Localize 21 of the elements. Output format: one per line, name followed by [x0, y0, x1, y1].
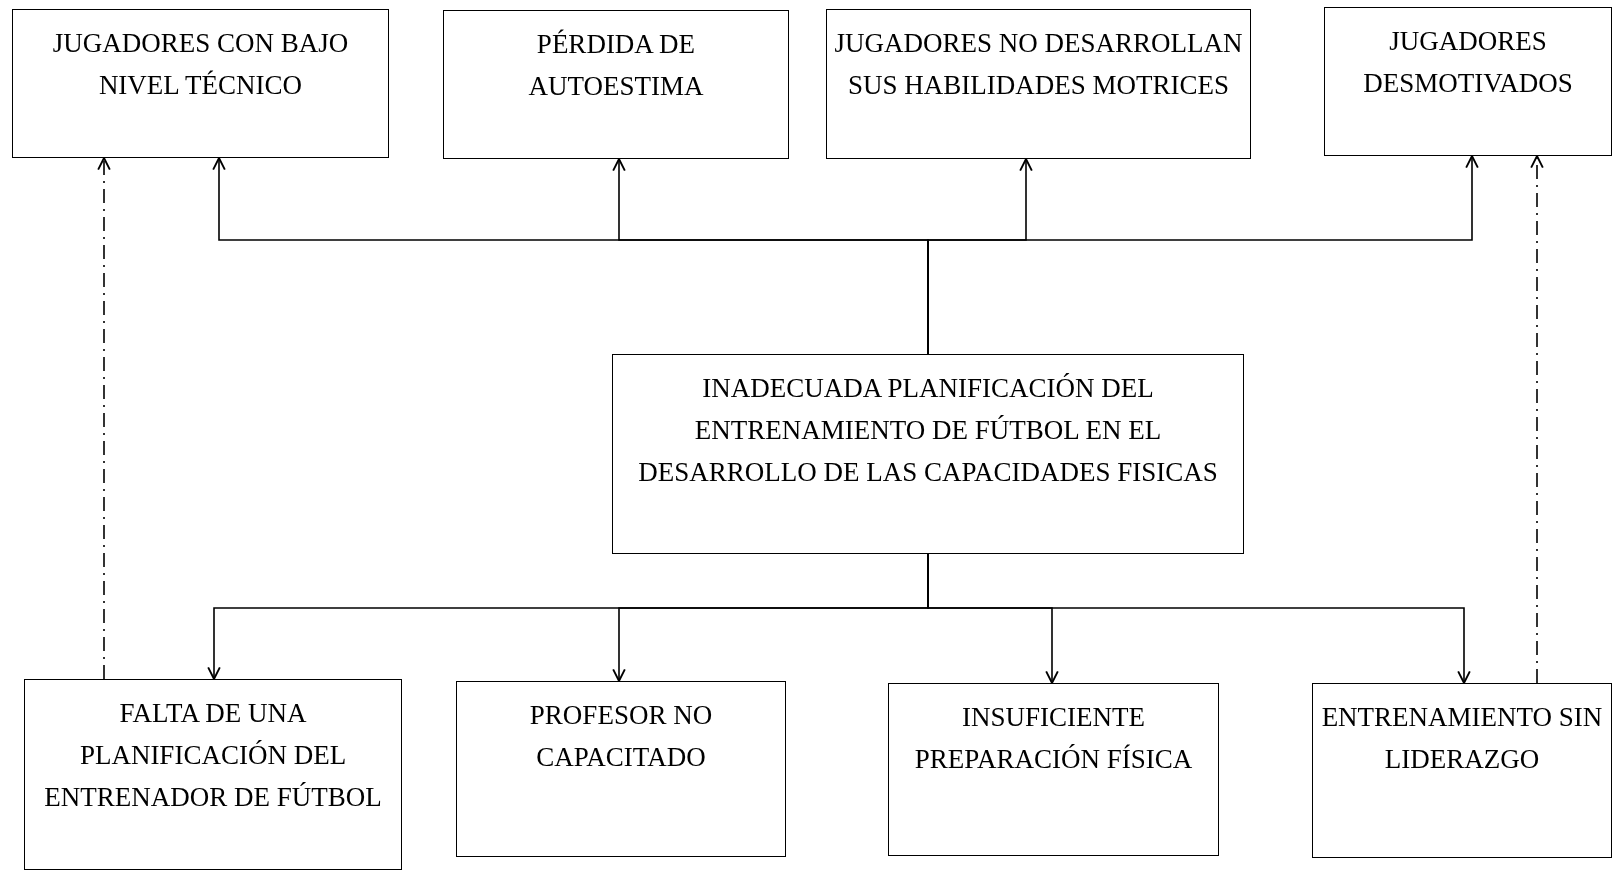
box-text: JUGADORES DESMOTIVADOS	[1362, 25, 1574, 100]
cause-box	[888, 683, 1219, 856]
cause-box	[1312, 683, 1612, 858]
cause-box	[24, 679, 402, 870]
problem-box	[612, 354, 1244, 554]
box-text: INADECUADA PLANIFICACIÓN DEL ENTRENAMIENTO DE FÚTBOL EN EL DESARROLLO DE LAS CAPACIDADES FISICAS	[638, 372, 1218, 489]
effect-box	[443, 10, 789, 159]
box-text: ENTRENAMIENTO SIN LIDERAZGO	[1320, 701, 1604, 776]
box-text: INSUFICIENTE PREPARACIÓN FÍSICA	[913, 701, 1194, 776]
cause-box	[456, 681, 786, 857]
effect-box	[12, 9, 389, 158]
box-text: PÉRDIDA DE AUTOESTIMA	[527, 28, 705, 103]
box-text: JUGADORES NO DESARROLLAN SUS HABILIDADES MOTRICES	[833, 27, 1244, 102]
effect-box	[826, 9, 1251, 159]
dash-dot-arrow	[97, 157, 111, 680]
box-text: JUGADORES CON BAJO NIVEL TÉCNICO	[51, 27, 350, 102]
arrow	[927, 553, 1471, 684]
box-text: FALTA DE UNA PLANIFICACIÓN DEL ENTRENADOR DE FÚTBOL	[43, 697, 383, 814]
effect-box	[1324, 7, 1612, 156]
box-text: PROFESOR NO CAPACITADO	[528, 699, 714, 774]
dash-dot-arrow	[1530, 155, 1544, 684]
